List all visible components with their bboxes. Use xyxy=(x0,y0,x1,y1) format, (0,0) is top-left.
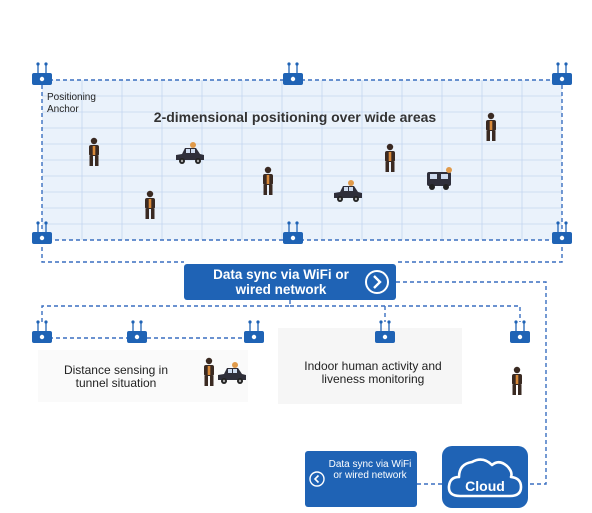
chevron-left-icon xyxy=(309,471,325,487)
data-sync-banner-text: Data sync via WiFi or wired network xyxy=(213,267,349,297)
chevron-right-icon xyxy=(365,270,389,294)
area-to-banner-line xyxy=(41,240,184,263)
tunnel-label: Distance sensing in tunnel situation xyxy=(63,363,169,390)
indoor-zone-bg xyxy=(278,328,462,404)
area-grid xyxy=(42,80,562,240)
banner-to-cloud-line xyxy=(396,281,547,485)
cloud-box: Cloud xyxy=(442,446,528,508)
indoor-label: Indoor human activity and liveness monit… xyxy=(304,359,442,386)
person-icon xyxy=(512,366,522,395)
car-icon xyxy=(176,142,204,164)
cloud-label: Cloud xyxy=(465,478,505,494)
person-icon xyxy=(204,357,214,386)
person-icon xyxy=(263,166,273,195)
area-to-banner-line-right xyxy=(396,240,563,263)
van-icon xyxy=(427,167,452,190)
cloud-icon xyxy=(447,458,523,498)
person-icon xyxy=(89,137,99,166)
data-sync-box: Data sync via WiFi or wired network xyxy=(305,451,417,507)
banner-to-indoor-line xyxy=(290,305,521,322)
data-sync-box-text: Data sync via WiFi or wired network xyxy=(328,459,412,481)
area-title: 2-dimensional positioning over wide area… xyxy=(153,109,437,125)
person-icon xyxy=(145,190,155,219)
person-icon xyxy=(385,143,395,172)
positioning-anchor-label: Positioning Anchor xyxy=(47,92,96,115)
banner-to-tunnel-line xyxy=(41,300,291,322)
car-icon xyxy=(218,362,246,384)
person-icon xyxy=(486,112,496,141)
data-sync-banner: Data sync via WiFi or wired network xyxy=(184,264,396,300)
car-icon xyxy=(334,180,362,202)
